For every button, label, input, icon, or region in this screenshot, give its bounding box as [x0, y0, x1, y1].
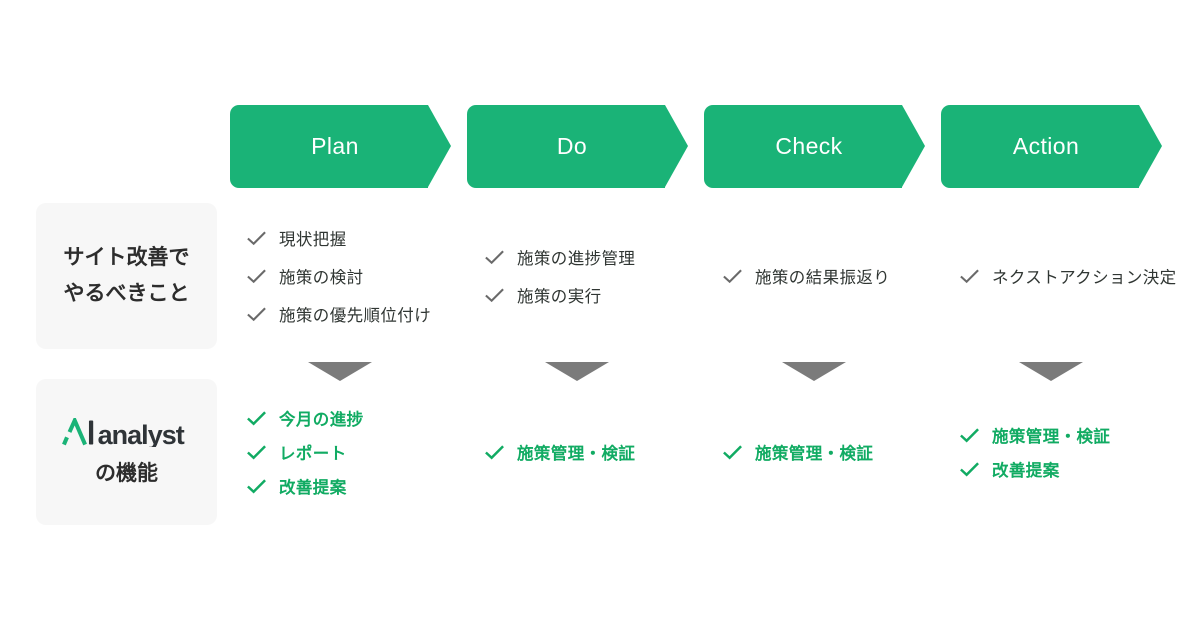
check-icon — [723, 445, 742, 460]
check-icon — [485, 288, 504, 303]
check-icon — [960, 428, 979, 443]
task-item: 施策の実行 — [484, 283, 699, 307]
check-icon — [247, 445, 266, 460]
header-plan: Plan — [230, 105, 451, 188]
logo-a-caret — [67, 417, 87, 445]
feature-item: 施策管理・検証 — [722, 440, 937, 464]
check-icon — [485, 445, 504, 460]
check-icon — [247, 307, 266, 322]
task-label: 施策の進捗管理 — [517, 250, 636, 268]
logo-a-foot — [61, 436, 69, 445]
ai-analyst-logo: analyst — [61, 417, 192, 447]
plan-features-list: 今月の進捗 レポート 改善提案 — [246, 379, 461, 525]
arrow-tip-icon — [665, 105, 688, 187]
check-icon — [723, 269, 742, 284]
task-label: 施策の優先順位付け — [279, 307, 432, 325]
task-item: 現状把握 — [246, 226, 461, 250]
check-icon — [247, 269, 266, 284]
action-tasks-list: ネクストアクション決定 — [959, 203, 1177, 349]
header-check: Check — [704, 105, 925, 188]
header-do-label: Do — [556, 133, 588, 159]
arrow-tip-icon — [1139, 105, 1162, 187]
row-label-tasks-line1: サイト改善で — [63, 246, 190, 269]
task-item: 施策の検討 — [246, 264, 461, 288]
feature-label: 施策管理・検証 — [992, 428, 1111, 446]
feature-label: 施策管理・検証 — [517, 445, 636, 463]
task-label: 施策の実行 — [517, 288, 602, 306]
feature-item: 施策管理・検証 — [484, 440, 699, 464]
header-check-label: Check — [775, 133, 843, 159]
header-action-label: Action — [1012, 133, 1080, 159]
task-label: 施策の結果振返り — [755, 269, 891, 287]
action-features-list: 施策管理・検証 改善提案 — [959, 379, 1174, 525]
feature-item: 改善提案 — [959, 457, 1174, 481]
check-icon — [247, 411, 266, 426]
do-features-list: 施策管理・検証 — [484, 379, 699, 525]
feature-label: 施策管理・検証 — [755, 445, 874, 463]
row-label-features-suffix: の機能 — [95, 461, 158, 485]
task-label: ネクストアクション決定 — [992, 269, 1177, 287]
header-check-shape: Check — [704, 105, 902, 188]
header-action-shape: Action — [941, 105, 1139, 188]
do-tasks-list: 施策の進捗管理 施策の実行 — [484, 203, 699, 349]
header-plan-shape: Plan — [230, 105, 428, 188]
task-label: 施策の検討 — [279, 269, 364, 287]
feature-item: 施策管理・検証 — [959, 423, 1174, 447]
feature-item: 改善提案 — [246, 474, 461, 498]
row-label-ai-analyst-features: analyst の機能 — [36, 379, 217, 525]
feature-label: 今月の進捗 — [279, 411, 364, 429]
arrow-tip-icon — [428, 105, 451, 187]
header-do-shape: Do — [467, 105, 665, 188]
check-icon — [485, 250, 504, 265]
check-tasks-list: 施策の結果振返り — [722, 203, 937, 349]
header-action: Action — [941, 105, 1162, 188]
task-item: 施策の結果振返り — [722, 264, 937, 288]
check-features-list: 施策管理・検証 — [722, 379, 937, 525]
row-label-tasks-line2: やるべきこと — [63, 282, 190, 305]
task-item: 施策の進捗管理 — [484, 245, 699, 269]
header-do: Do — [467, 105, 688, 188]
header-plan-label: Plan — [311, 133, 359, 159]
task-item: 施策の優先順位付け — [246, 302, 461, 326]
row-label-site-improvement-tasks: サイト改善で やるべきこと — [36, 203, 217, 349]
feature-label: 改善提案 — [992, 462, 1060, 480]
feature-label: 改善提案 — [279, 479, 347, 497]
logo-i-bar — [88, 419, 93, 445]
check-icon — [247, 231, 266, 246]
plan-tasks-list: 現状把握 施策の検討 施策の優先順位付け — [246, 203, 461, 349]
feature-item: 今月の進捗 — [246, 406, 461, 430]
feature-item: レポート — [246, 440, 461, 464]
check-icon — [247, 479, 266, 494]
ai-analyst-logo-mark: analyst — [61, 417, 185, 447]
logo-analyst-text: analyst — [97, 420, 184, 447]
task-item: ネクストアクション決定 — [959, 264, 1177, 288]
task-label: 現状把握 — [279, 231, 347, 249]
arrow-tip-icon — [902, 105, 925, 187]
feature-label: レポート — [279, 445, 347, 463]
check-icon — [960, 269, 979, 284]
check-icon — [960, 462, 979, 477]
